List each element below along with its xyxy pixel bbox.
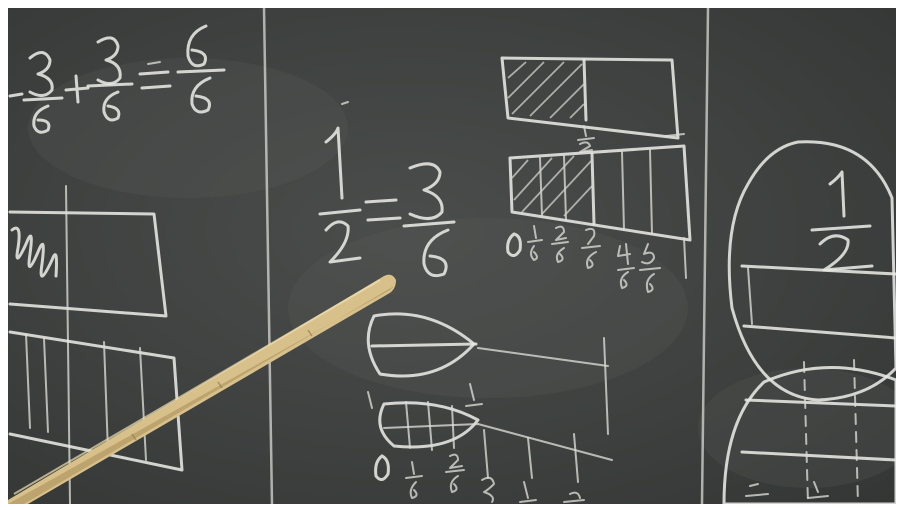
sixths-bar-model [506,144,692,293]
eraser-smudge [698,368,896,488]
right-circle-model [727,140,896,402]
halves-oval-model [366,312,609,435]
chalkboard-drawing [8,8,896,504]
halves-bar-model [500,56,685,153]
chalkboard [8,8,896,504]
wooden-pointer [8,274,396,504]
sixths-oval-model [374,401,613,503]
equation-one-half-equals-three-sixths [318,101,456,278]
eraser-smudge [28,58,348,198]
right-lower-circle-model [722,359,896,504]
board-divider-line [700,8,710,504]
equation-three-sixths-sum [8,24,226,134]
board-divider-line [262,8,274,504]
left-halves-rectangle [8,185,168,504]
